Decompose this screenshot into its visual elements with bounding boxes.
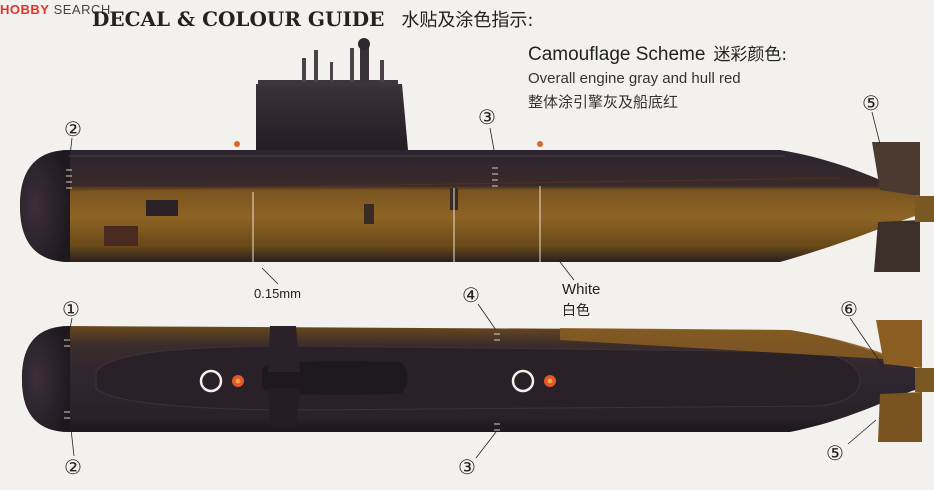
- scheme-heading: Camouflage Scheme: [528, 44, 706, 65]
- callout-3-bottom: ③: [458, 455, 476, 479]
- hull-top-red-band: [560, 328, 900, 360]
- watermark-search: SEARCH: [53, 2, 111, 17]
- mast-4: [350, 48, 354, 82]
- hatch-2: [104, 226, 138, 246]
- draft-marks-bow: [66, 169, 72, 189]
- tail-fin-upper: [872, 142, 920, 196]
- mast-6: [380, 60, 384, 82]
- camouflage-scheme: Camouflage Scheme 迷彩颜色: Overall engine gr…: [528, 40, 787, 112]
- leader-c5-bottom: [847, 419, 877, 445]
- bow-top-shade: [22, 326, 70, 432]
- sail-top: [258, 80, 398, 86]
- page-title-text: DECAL & COLOUR GUIDE: [92, 7, 385, 31]
- leader-0.15mm: [261, 267, 279, 285]
- scheme-line-en: Overall engine gray and hull red: [528, 70, 741, 87]
- callout-5-bottom: ⑤: [826, 441, 844, 465]
- leader-c6: [849, 317, 885, 369]
- tail-cone: [915, 196, 934, 222]
- mast-5: [360, 42, 369, 82]
- bow-plane-lower: [268, 388, 300, 428]
- roundel-1: [199, 369, 244, 393]
- watermark-logo: HOBBY: [0, 2, 50, 17]
- casing-deck: [95, 345, 861, 411]
- light-1: [234, 141, 240, 147]
- white-note-cn: 白色: [562, 303, 590, 319]
- callout-5-top: ⑤: [862, 91, 880, 115]
- callout-2-top: ②: [64, 117, 82, 141]
- mast-head: [358, 38, 370, 50]
- mast-1: [302, 58, 306, 82]
- hatch-3: [364, 204, 374, 224]
- line-width-note: 0.15mm: [254, 286, 301, 301]
- roundel-2: [511, 369, 556, 393]
- page-title-cn: 水贴及涂色指示:: [401, 10, 534, 31]
- hatch-1: [146, 200, 178, 216]
- mast-3: [330, 62, 333, 82]
- waterline: [69, 177, 841, 191]
- leader-c1: [67, 317, 73, 341]
- watermark: HOBBY SEARCH: [0, 2, 111, 17]
- sail: [256, 84, 408, 150]
- callout-3-top: ③: [478, 105, 496, 129]
- mast-2: [314, 50, 318, 82]
- callout-4: ④: [462, 283, 480, 307]
- draft-marks-mid: [492, 167, 498, 187]
- leader-c4: [477, 303, 497, 331]
- white-note: White: [562, 281, 601, 298]
- page-title-visible: DECAL & COLOUR GUIDE 水贴及涂色指示:: [0, 6, 533, 32]
- top-view: [22, 303, 934, 459]
- callout-1: ①: [62, 297, 80, 321]
- side-view: [20, 38, 934, 285]
- leader-white: [559, 261, 575, 281]
- draft-marks-top: [64, 333, 500, 431]
- bow-shade: [20, 150, 70, 262]
- callout-6: ⑥: [840, 297, 858, 321]
- leader-c2-bottom: [69, 419, 75, 457]
- hull-side: [20, 150, 927, 262]
- callout-2-bottom: ②: [64, 455, 82, 479]
- tail-fin-top-lower: [878, 392, 922, 442]
- tail-cone-top: [915, 368, 934, 392]
- leader-c2-top: [69, 137, 73, 157]
- scheme-heading-cn: 迷彩颜色:: [713, 45, 788, 65]
- leader-c5-top: [871, 111, 881, 145]
- leader-c3-bottom: [475, 431, 497, 459]
- bow-plane-upper: [268, 326, 300, 372]
- tail-fin-lower: [874, 220, 920, 272]
- callouts: ② ③ ⑤ ① ④ ⑥ ② ③ ⑤: [62, 91, 880, 479]
- light-2: [537, 141, 543, 147]
- leader-c3-top: [489, 127, 495, 151]
- scheme-line-cn: 整体涂引擎灰及船底红: [528, 93, 679, 111]
